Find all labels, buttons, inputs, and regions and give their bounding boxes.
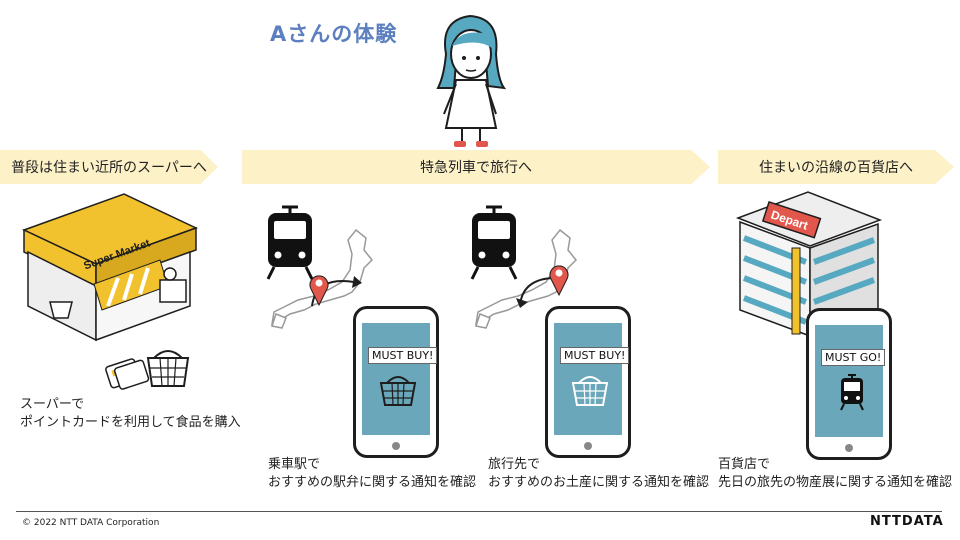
- arrow-icon: [516, 277, 553, 308]
- smartphone: MUST GO!: [806, 308, 892, 460]
- banner-express-trip: 特急列車で旅行へ: [242, 150, 710, 184]
- caption-line: おすすめのお土産に関する通知を確認: [488, 475, 710, 490]
- banner-daily-supermarket: 普段は住まい近所のスーパーへ: [0, 150, 218, 184]
- japan-map-icon: [271, 228, 374, 329]
- notification-tag: MUST GO!: [821, 349, 886, 366]
- banner-label: 特急列車で旅行へ: [420, 160, 532, 176]
- basket-icon: [379, 376, 417, 406]
- caption-destination: 旅行先で おすすめのお土産に関する通知を確認: [488, 456, 709, 492]
- page-title: Aさんの体験: [270, 22, 398, 46]
- copyright-text: © 2022 NTT DATA Corporation: [22, 518, 160, 528]
- caption-line: スーパーで: [20, 397, 85, 412]
- banner-label: 普段は住まい近所のスーパーへ: [11, 160, 207, 176]
- caption-line: 百貨店で: [718, 457, 771, 472]
- caption-line: 旅行先で: [488, 457, 541, 472]
- caption-line: 乗車駅で: [268, 457, 321, 472]
- phone-screen: MUST GO!: [815, 325, 886, 437]
- smartphone: MUST BUY!: [353, 306, 439, 458]
- basket-icon: [571, 376, 609, 406]
- location-pin-icon: [549, 265, 569, 296]
- company-logo: NTTDATA: [870, 514, 944, 529]
- notification-tag: MUST BUY!: [560, 347, 630, 364]
- person-illustration: [436, 14, 507, 147]
- phone-screen: MUST BUY!: [554, 323, 630, 435]
- home-button: [845, 444, 853, 452]
- caption-boarding-station: 乗車駅で おすすめの駅弁に関する通知を確認: [268, 456, 476, 492]
- caption-line: おすすめの駅弁に関する通知を確認: [268, 475, 477, 490]
- caption-supermarket: スーパーで ポイントカードを利用して食品を購入: [20, 396, 241, 432]
- caption-department-store: 百貨店で 先日の旅先の物産展に関する通知を確認: [718, 456, 952, 492]
- home-button: [584, 442, 592, 450]
- phone-screen: MUST BUY!: [362, 323, 438, 435]
- notification-tag: MUST BUY!: [368, 347, 438, 364]
- caption-line: ポイントカードを利用して食品を購入: [20, 415, 241, 430]
- caption-line: 先日の旅先の物産展に関する通知を確認: [718, 475, 953, 490]
- banner-department-store: 住まいの沿線の百貨店へ: [718, 150, 954, 184]
- train-icon: [840, 374, 864, 411]
- footer-divider: [16, 511, 942, 512]
- location-pin-icon: [309, 275, 329, 306]
- japan-map-icon: [475, 228, 578, 329]
- banner-label: 住まいの沿線の百貨店へ: [759, 160, 913, 176]
- smartphone: MUST BUY!: [545, 306, 631, 458]
- train-icon: [266, 205, 314, 280]
- home-button: [392, 442, 400, 450]
- point-card-basket-icon: [105, 350, 190, 390]
- train-icon: [470, 205, 518, 280]
- supermarket-illustration: Super Market: [22, 193, 198, 342]
